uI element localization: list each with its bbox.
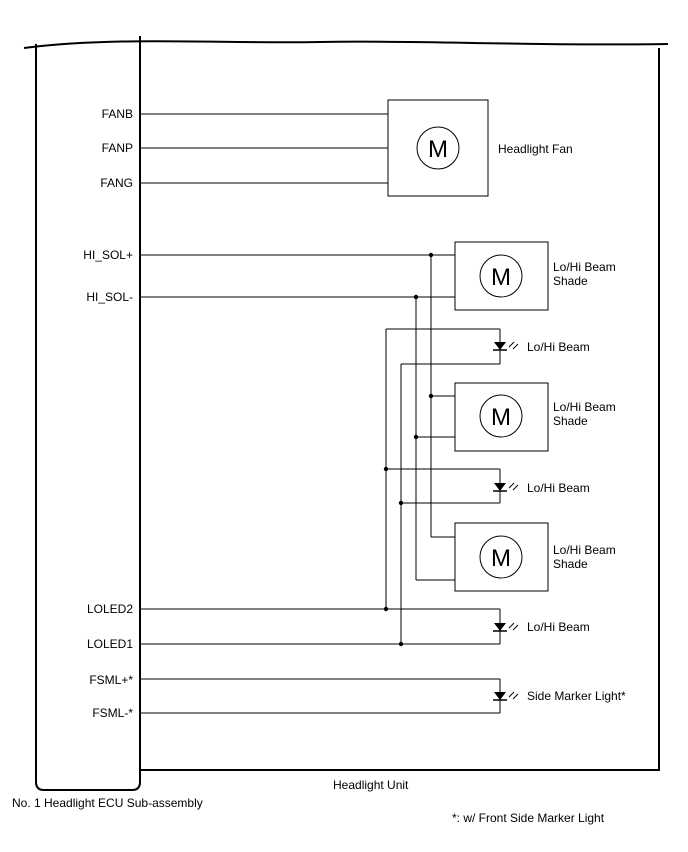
shade-motor-3: M [454,522,549,592]
shade-label-2-line2: Shade [553,414,588,428]
led-wires [140,328,501,645]
headlight-fan-label: Headlight Fan [498,142,573,156]
led-icon [493,482,519,492]
pin-loled2: LOLED2 [87,602,133,616]
pin-fanp: FANP [102,141,133,155]
shade-label-1-line2: Shade [553,274,588,288]
pin-hi-sol-plus: HI_SOL+ [83,248,133,262]
led-icon [493,622,519,632]
headlight-unit-frame [23,40,669,771]
shade-motor-2: M [454,382,549,452]
led-icon [493,691,519,701]
pin-fang: FANG [100,176,133,190]
side-marker-label: Side Marker Light* [527,689,626,703]
fan-wires [140,113,388,184]
side-marker-wires [140,678,501,714]
pin-fanb: FANB [102,107,133,121]
beam-led-label-1: Lo/Hi Beam [527,340,590,354]
pin-fsml-minus: FSML-* [92,706,133,720]
beam-led-label-2: Lo/Hi Beam [527,481,590,495]
headlight-fan-motor: M [387,99,489,197]
junction-dots [383,252,434,647]
pin-hi-sol-minus: HI_SOL- [86,290,133,304]
shade-label-3-line1: Lo/Hi Beam [553,543,616,557]
headlight-unit-label: Headlight Unit [333,778,409,792]
solenoid-wires [140,254,455,581]
fan-motor-symbol: M [428,136,448,163]
led-icon [493,341,519,351]
svg-text:M: M [491,545,511,572]
ecu-box [35,36,141,791]
shade-label-2-line1: Lo/Hi Beam [553,400,616,414]
shade-label-3-line2: Shade [553,557,588,571]
shade-motor-1: M [454,241,549,311]
pin-fsml-plus: FSML+* [89,673,133,687]
shade-label-1-line1: Lo/Hi Beam [553,260,616,274]
svg-text:M: M [491,264,511,291]
ecu-label: No. 1 Headlight ECU Sub-assembly [12,796,203,810]
beam-led-label-3: Lo/Hi Beam [527,620,590,634]
svg-text:M: M [491,404,511,431]
pin-loled1: LOLED1 [87,637,133,651]
footnote: *: w/ Front Side Marker Light [452,811,605,825]
